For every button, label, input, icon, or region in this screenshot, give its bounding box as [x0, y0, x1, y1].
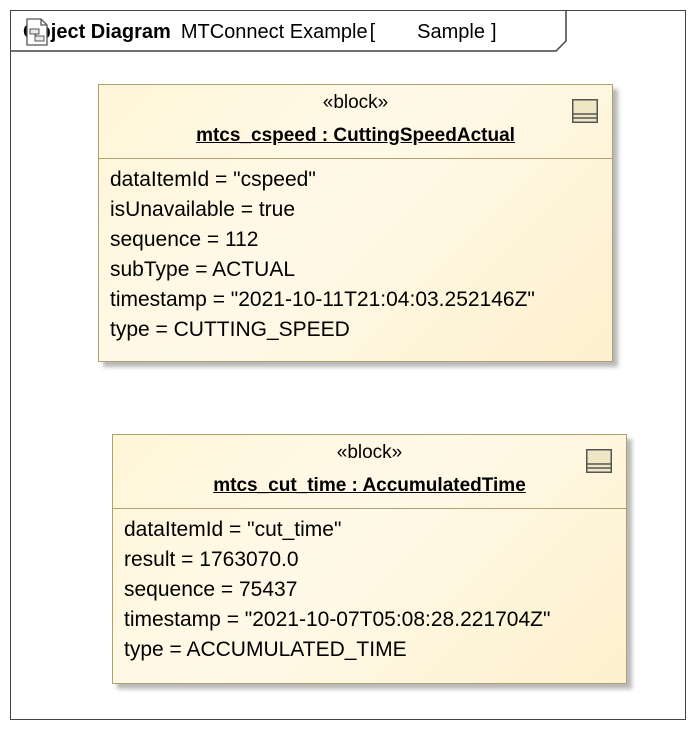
- slot-item: sequence = 75437: [124, 578, 298, 601]
- slot-item: dataItemId = "cspeed": [110, 168, 316, 191]
- block-mtcs-cspeed[interactable]: «block» mtcs_cspeed : CuttingSpeedActual…: [98, 84, 613, 362]
- diagram-name: MTConnect Example: [180, 20, 368, 43]
- block-name: mtcs_cut_time : AccumulatedTime: [213, 475, 526, 496]
- slot-item: type = CUTTING_SPEED: [110, 318, 350, 341]
- block-name: mtcs_cspeed : CuttingSpeedActual: [196, 125, 515, 146]
- slot-item: timestamp = "2021-10-07T05:08:28.221704Z…: [124, 608, 551, 631]
- block-compartment-icon: [586, 449, 612, 473]
- block-header: «block» mtcs_cut_time : AccumulatedTime: [113, 435, 626, 509]
- block-compartment-icon: [572, 99, 598, 123]
- frame-title: Object Diagram MTConnect Example [ Sampl…: [23, 18, 497, 46]
- slot-item: subType = ACTUAL: [110, 258, 296, 281]
- slot-item: timestamp = "2021-10-11T21:04:03.252146Z…: [110, 288, 535, 311]
- slot-item: sequence = 112: [110, 228, 259, 251]
- owner-name: Sample: [417, 20, 485, 43]
- slot-compartment: dataItemId = "cut_time" result = 1763070…: [113, 509, 626, 665]
- bracket-open: [: [369, 20, 376, 43]
- block-mtcs-cut-time[interactable]: «block» mtcs_cut_time : AccumulatedTime …: [112, 434, 627, 684]
- block-header: «block» mtcs_cspeed : CuttingSpeedActual: [99, 85, 612, 159]
- stereotype-label: «block»: [322, 92, 389, 113]
- slot-item: result = 1763070.0: [124, 548, 299, 571]
- diagram-kind: Object Diagram: [23, 20, 171, 43]
- package-diagram-icon: [26, 18, 411, 46]
- frame-tab-border: [11, 11, 567, 52]
- slot-item: dataItemId = "cut_time": [124, 518, 342, 541]
- frame-header-tab: Object Diagram MTConnect Example [ Sampl…: [11, 11, 567, 52]
- bracket-close: ]: [490, 20, 497, 43]
- slot-item: type = ACCUMULATED_TIME: [124, 638, 407, 661]
- diagram-frame: Object Diagram MTConnect Example [ Sampl…: [10, 10, 686, 720]
- slot-compartment: dataItemId = "cspeed" isUnavailable = tr…: [99, 159, 612, 345]
- slot-item: isUnavailable = true: [110, 198, 296, 221]
- stereotype-label: «block»: [336, 442, 403, 463]
